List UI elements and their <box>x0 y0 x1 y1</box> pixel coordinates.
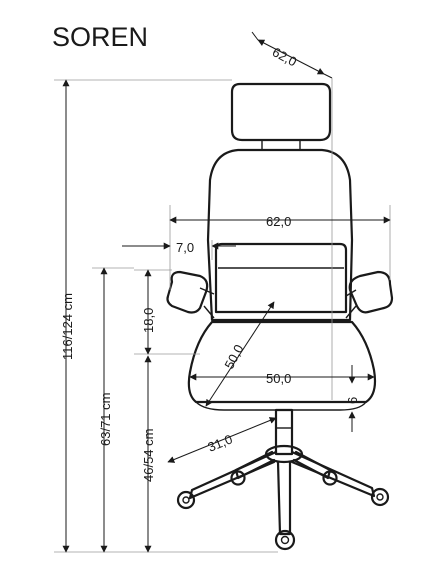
chair-outline <box>166 82 394 551</box>
dim-armrest-floor-height: 63/71 cm <box>92 267 134 553</box>
seat-width-label: 50,0 <box>266 371 291 386</box>
armrest-floor-height-label: 63/71 cm <box>98 393 113 446</box>
headrest-depth-label: 62,0 <box>270 44 299 69</box>
armrest-height-label: 7,0 <box>176 240 194 255</box>
casters <box>176 470 390 551</box>
dim-seat-depth: 50,0 <box>205 301 275 407</box>
dim-total-height: 116/124 cm <box>54 79 278 553</box>
dim-armrest-height: 7,0 <box>122 240 236 260</box>
product-title: SOREN <box>52 22 148 52</box>
dim-backrest-height: 18,0 <box>134 269 200 355</box>
backrest <box>206 148 354 322</box>
backrest-height-label: 18,0 <box>141 308 156 333</box>
seat-height-label: 46/54 cm <box>141 429 156 482</box>
dim-seat-height: 46/54 cm <box>141 355 156 553</box>
lumbar-cushion <box>214 242 348 314</box>
seat-thickness-label: 6 <box>345 397 360 404</box>
headrest <box>230 82 332 142</box>
left-armrest <box>166 270 209 314</box>
dim-seat-width: 50,0 <box>189 371 375 386</box>
right-armrest <box>348 270 394 314</box>
dim-base-radius: 31,0 <box>167 417 277 463</box>
dim-overall-width: 62,0 <box>169 205 391 290</box>
seat-depth-label: 50,0 <box>221 342 246 371</box>
total-height-label: 116/124 cm <box>60 293 75 360</box>
base-radius-label: 31,0 <box>206 431 235 454</box>
base <box>188 444 376 536</box>
dim-headrest-depth: 62,0 <box>251 31 333 400</box>
dim-seat-thickness: 6 <box>345 365 360 432</box>
width-label: 62,0 <box>266 214 291 229</box>
